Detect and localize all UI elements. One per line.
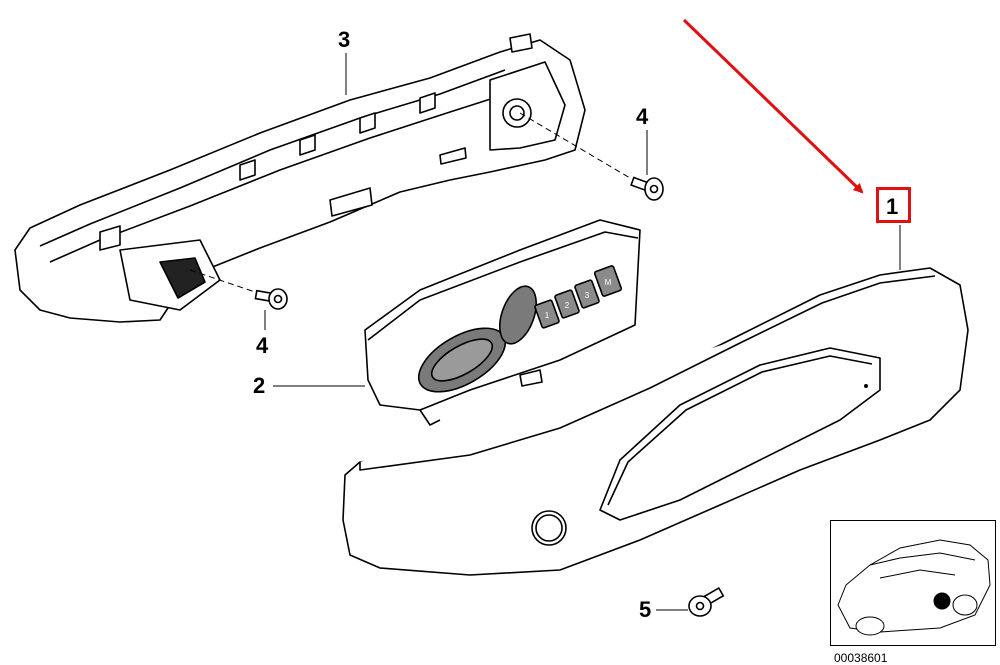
inset-car-illustration xyxy=(837,539,991,636)
switch-button-labels: 1 2 3 M xyxy=(545,278,612,320)
part-2-seat-switch xyxy=(364,219,641,426)
highlight-arrow xyxy=(682,18,864,194)
switch-button-m: M xyxy=(605,278,612,287)
callout-part-4-bottom: 4 xyxy=(256,333,269,358)
callout-part-5: 5 xyxy=(639,597,652,622)
callout-part-1: 1 xyxy=(886,194,899,219)
screw-axis-top xyxy=(519,112,631,179)
diagram-reference-number: 00038601 xyxy=(834,651,888,665)
screw-axis-bottom xyxy=(189,269,256,293)
inset-frame xyxy=(830,520,996,646)
switch-button-2: 2 xyxy=(565,301,570,310)
callout-part-2: 2 xyxy=(253,373,266,398)
callout-part-4-top: 4 xyxy=(636,104,649,129)
part-4-screw-top xyxy=(630,176,664,201)
part-1-side-trim-cover xyxy=(342,267,969,576)
part-3-frame-bracket xyxy=(14,33,586,323)
inset-location-dot xyxy=(933,592,951,610)
leader-lines xyxy=(189,53,901,611)
part-4-screw-bottom xyxy=(254,288,288,310)
callout-part-3: 3 xyxy=(338,27,351,52)
part-5-screw xyxy=(688,586,725,617)
part-1-highlight-box xyxy=(876,187,911,223)
switch-button-1: 1 xyxy=(545,311,550,320)
switch-button-3: 3 xyxy=(585,291,590,300)
